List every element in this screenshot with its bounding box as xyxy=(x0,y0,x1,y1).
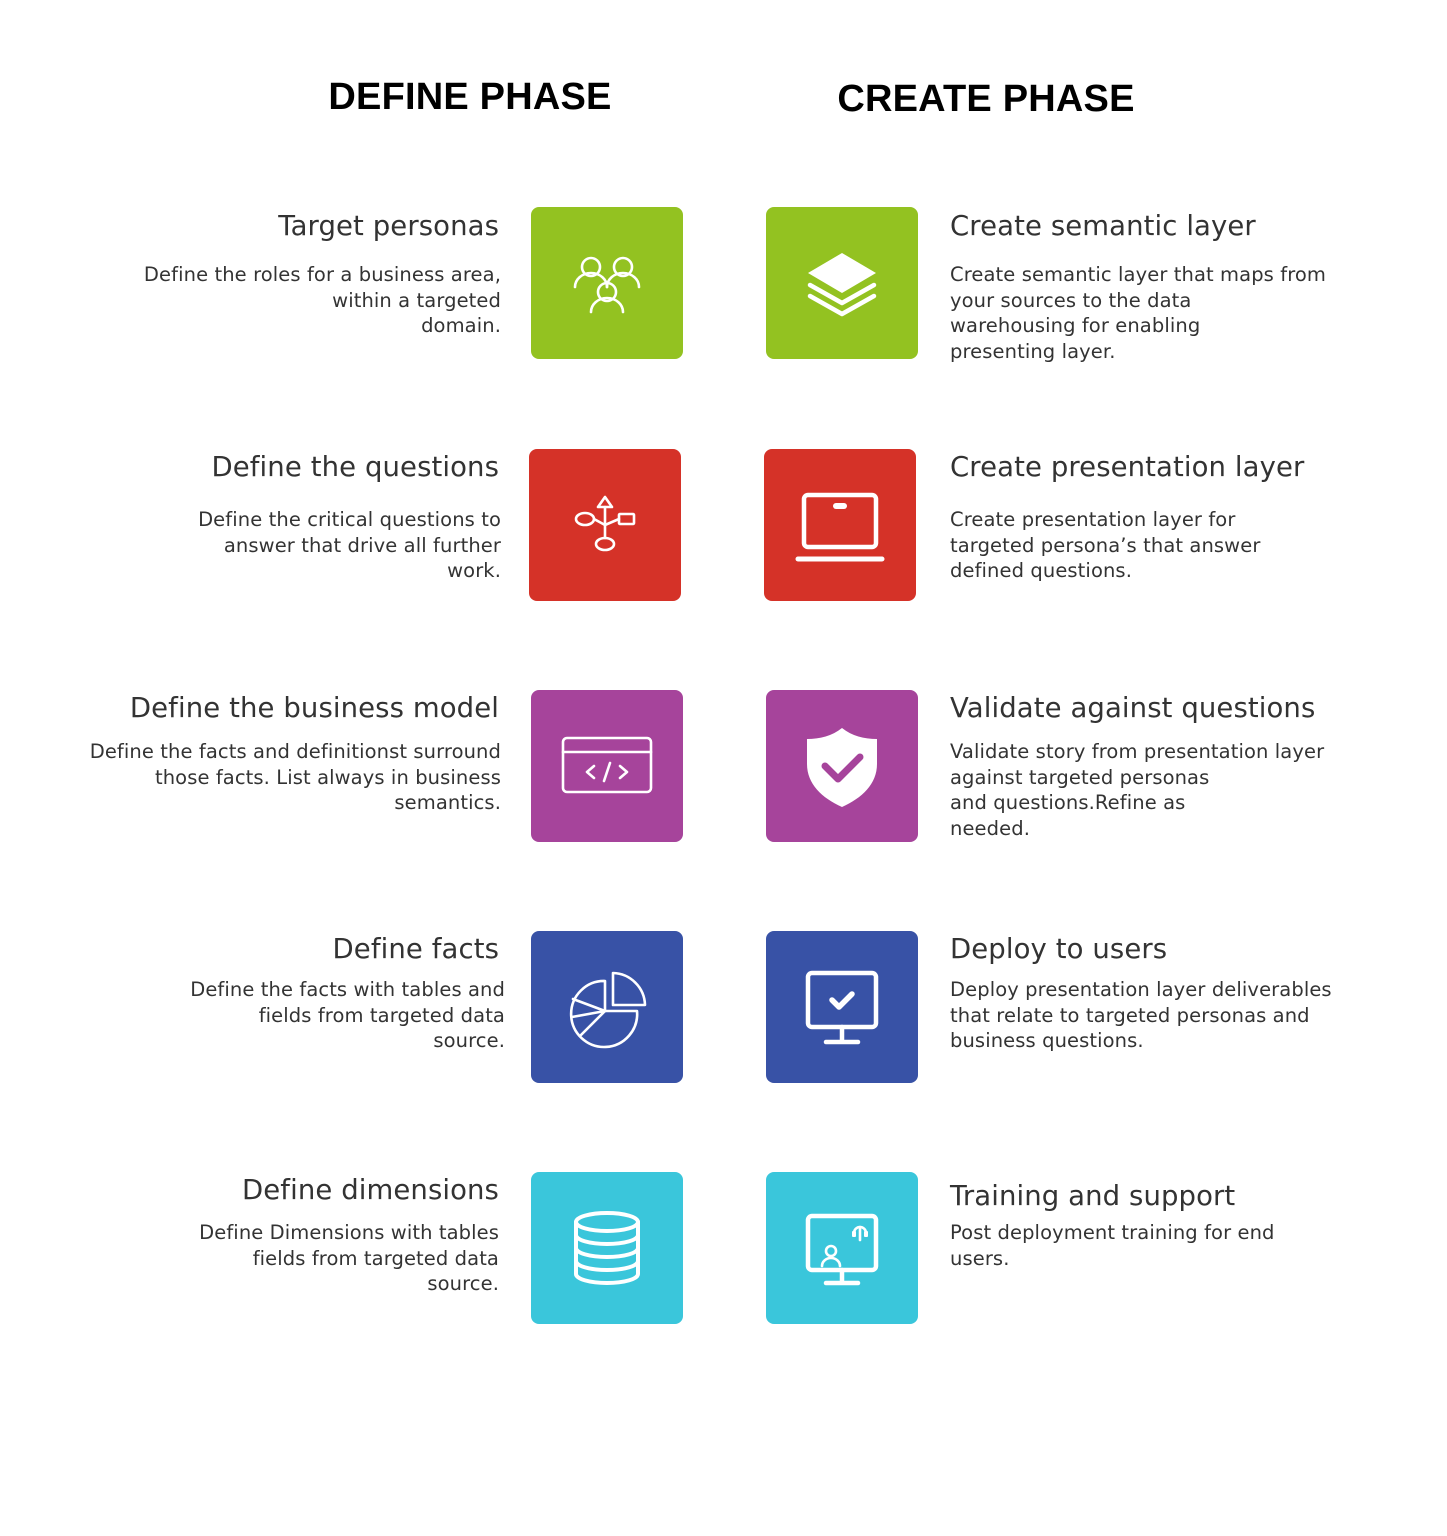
step-title-training-support: Training and support xyxy=(950,1180,1236,1212)
tile-business-model xyxy=(531,690,683,842)
flowchart-icon xyxy=(574,495,636,552)
layers-icon xyxy=(807,253,877,317)
step-description-business-model: Define the facts and definitionst surrou… xyxy=(89,740,501,814)
define-phase-title: DEFINE PHASE xyxy=(328,76,612,118)
monitor-support-icon xyxy=(805,1213,879,1286)
tile-define-dimensions xyxy=(531,1172,683,1324)
step-description-target-personas: Define the roles for a business area, wi… xyxy=(143,263,501,337)
shield-check-icon xyxy=(807,728,877,807)
step-description-define-dimensions: Define Dimensions with tables fields fro… xyxy=(199,1221,499,1295)
step-description-define-facts: Define the facts with tables and fields … xyxy=(190,978,505,1052)
tile-deploy-users xyxy=(766,931,918,1083)
tile-define-questions xyxy=(529,449,681,601)
tile-target-personas xyxy=(531,207,683,359)
step-title-target-personas: Target personas xyxy=(278,210,499,242)
step-description-semantic-layer: Create semantic layer that maps from you… xyxy=(950,263,1327,363)
step-title-business-model: Define the business model xyxy=(129,692,499,724)
step-description-training-support: Post deployment training for end users. xyxy=(950,1221,1275,1270)
step-description-validate-questions: Validate story from presentation layer a… xyxy=(950,740,1325,840)
step-title-validate-questions: Validate against questions xyxy=(950,692,1316,724)
laptop-icon xyxy=(795,492,885,562)
step-title-define-facts: Define facts xyxy=(332,933,499,965)
tile-validate-questions xyxy=(766,690,918,842)
step-title-define-dimensions: Define dimensions xyxy=(242,1174,499,1206)
tile-presentation-layer xyxy=(764,449,916,601)
users-icon xyxy=(573,256,641,314)
tile-training-support xyxy=(766,1172,918,1324)
step-title-semantic-layer: Create semantic layer xyxy=(950,210,1256,242)
step-title-deploy-users: Deploy to users xyxy=(950,933,1168,965)
monitor-check-icon xyxy=(805,970,879,1045)
pie-chart-icon xyxy=(569,971,647,1049)
tile-semantic-layer xyxy=(766,207,918,359)
database-icon xyxy=(574,1211,640,1285)
tile-define-facts xyxy=(531,931,683,1083)
step-title-define-questions: Define the questions xyxy=(211,451,499,483)
code-window-icon xyxy=(561,736,653,794)
step-title-presentation-layer: Create presentation layer xyxy=(950,451,1305,483)
step-description-define-questions: Define the critical questions to answer … xyxy=(198,508,501,582)
create-phase-title: CREATE PHASE xyxy=(837,78,1135,120)
step-description-presentation-layer: Create presentation layer for targeted p… xyxy=(950,508,1261,582)
step-description-deploy-users: Deploy presentation layer deliverables t… xyxy=(950,978,1332,1052)
